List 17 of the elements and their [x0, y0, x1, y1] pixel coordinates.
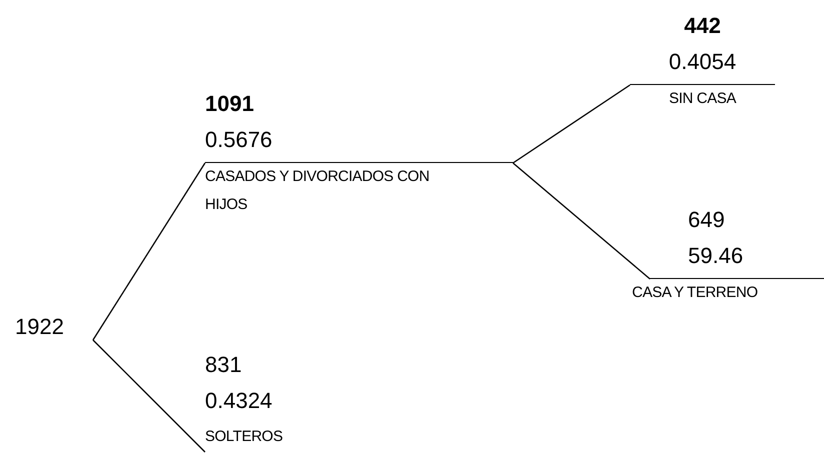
branch-line [512, 162, 650, 280]
count-label: 442 [684, 12, 721, 40]
ratio-label: 59.46 [688, 242, 744, 270]
ratio-label: 0.4324 [205, 387, 272, 415]
branch-label: CASA Y TERRENO [632, 283, 758, 303]
ratio-label: 0.5676 [205, 126, 272, 154]
branch-label: SOLTEROS [205, 427, 283, 447]
branch-label: CASADOS Y DIVORCIADOS CON HIJOS [205, 167, 430, 215]
branch-line [92, 162, 206, 340]
branch-line [92, 340, 206, 452]
branch-label: SIN CASA [668, 89, 736, 109]
value-label: 1922 [15, 314, 64, 340]
ratio-label: 0.4054 [668, 48, 736, 76]
branch-line [512, 84, 630, 164]
count-label: 1091 [205, 90, 254, 118]
count-label: 831 [205, 351, 242, 379]
count-label: 649 [688, 206, 725, 234]
